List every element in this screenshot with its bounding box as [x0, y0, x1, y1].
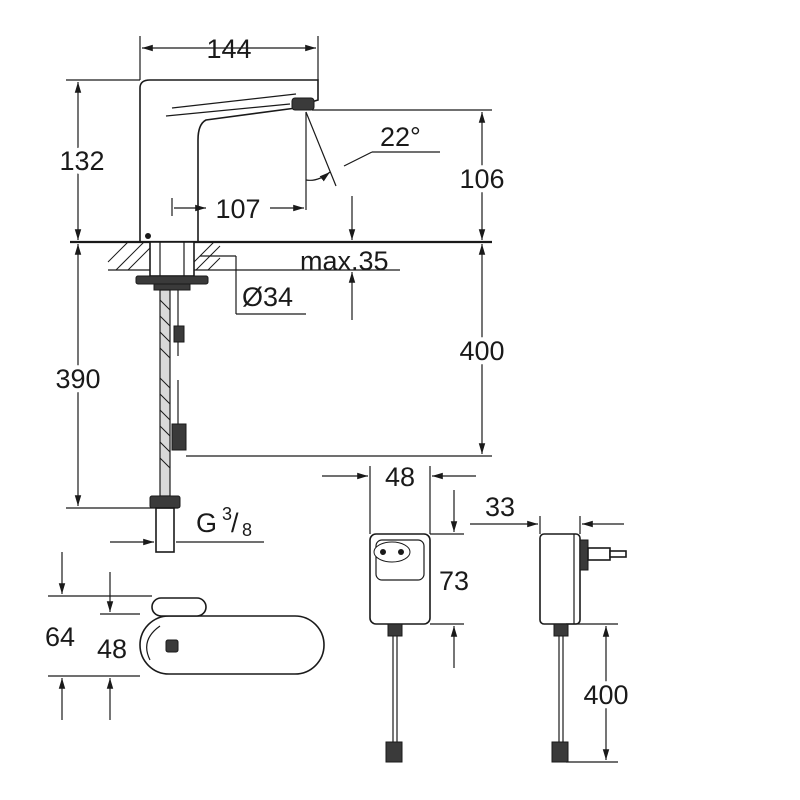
dim-base-outer-height: 64 [45, 622, 75, 652]
faucet-side-view [70, 79, 492, 553]
dim-max-thickness: max.35 [300, 246, 389, 276]
sensor-dot [145, 233, 151, 239]
adapter-plug-connector [385, 741, 403, 763]
hose-fitting [149, 495, 181, 509]
dim-adapter-depth: 33 [485, 492, 515, 522]
counter-hatch [107, 241, 221, 271]
cable-connector-lower [171, 423, 187, 451]
power-adapter-side: 33 400 [470, 492, 633, 763]
dim-thread-prefix: G [196, 508, 217, 538]
base-top-view: 64 48 [45, 552, 325, 720]
handle-lever [151, 597, 207, 617]
plug-pins [587, 547, 611, 561]
dim-thread-num: 3 [222, 504, 232, 524]
thread-connection [155, 507, 175, 553]
dim-adapter-width: 48 [385, 462, 415, 492]
dim-adapter-height: 73 [439, 566, 469, 596]
adapter-side-cable-exit [553, 623, 569, 637]
adapter-side-connector [551, 741, 569, 763]
dim-spout-length: 144 [206, 34, 251, 64]
dim-height-top: 132 [59, 146, 104, 176]
dim-adapter-cable-length: 400 [583, 680, 628, 710]
dim-outlet-height: 106 [459, 164, 504, 194]
mounting-nut [135, 275, 209, 285]
adapter-cable-exit [387, 623, 403, 637]
socket-outline [373, 541, 411, 563]
dim-cable-length: 400 [459, 336, 504, 366]
faucet-dimensions: 144 132 22° 107 106 max.35 Ø34 [51, 34, 509, 546]
power-adapter-front: 48 73 [322, 462, 476, 763]
dim-hose-length: 390 [55, 364, 100, 394]
base-plate [139, 615, 325, 675]
dim-thread-den: 8 [242, 520, 252, 540]
plug-base [579, 539, 589, 571]
dim-hole-diameter: Ø34 [242, 282, 293, 312]
dim-base-inner-height: 48 [97, 634, 127, 664]
dim-spray-angle: 22° [380, 122, 421, 152]
cable-connector-upper [173, 325, 185, 343]
sensor-window [165, 639, 179, 653]
aerator [291, 97, 315, 111]
thread-slash: / [231, 508, 239, 538]
dim-spout-reach: 107 [215, 194, 260, 224]
mounting-shank [149, 241, 195, 277]
